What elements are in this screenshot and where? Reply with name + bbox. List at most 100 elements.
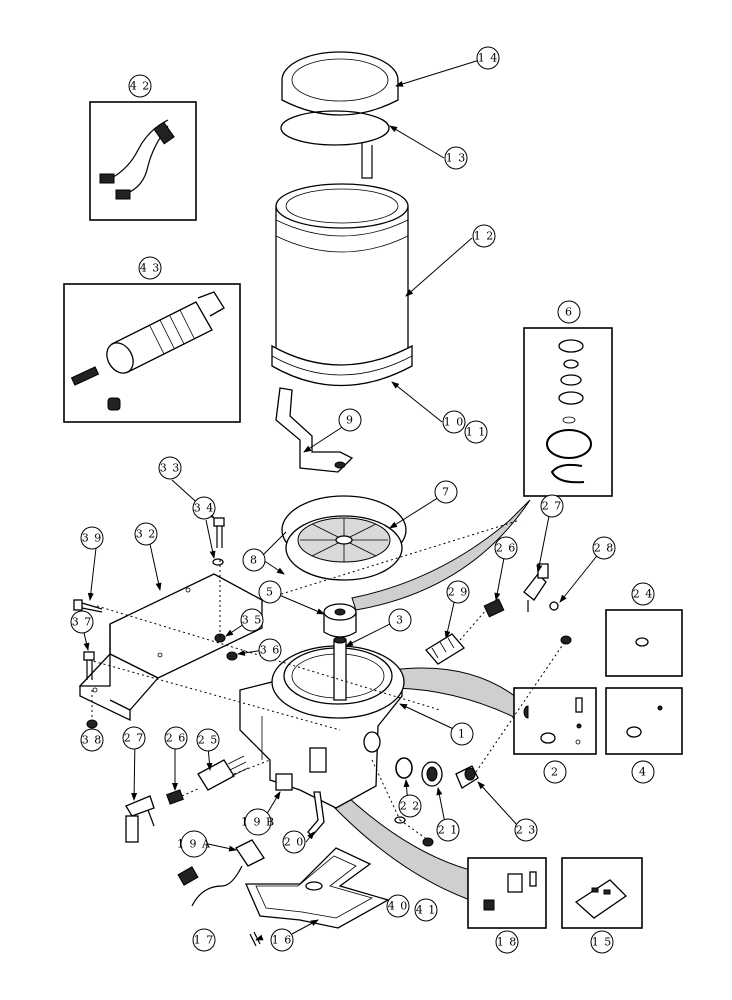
svg-text:1: 1 <box>458 728 466 741</box>
part-oring-28 <box>549 601 559 611</box>
part-bolt-39 <box>73 599 103 613</box>
svg-text:3: 3 <box>396 614 404 627</box>
callout: 2 3 <box>514 818 538 842</box>
svg-text:1 0: 1 0 <box>444 416 465 429</box>
callout: 2 8 <box>592 536 616 560</box>
svg-text:9: 9 <box>346 414 354 427</box>
part-paddle <box>275 387 354 473</box>
callout: 2 6 <box>164 726 188 750</box>
callout: 4 <box>631 760 655 784</box>
svg-text:1 4: 1 4 <box>478 52 499 65</box>
part-plug-19b <box>275 773 293 791</box>
svg-text:2 6: 2 6 <box>166 732 187 745</box>
svg-text:2 6: 2 6 <box>496 542 517 555</box>
svg-text:4 0: 4 0 <box>388 900 409 913</box>
callout: 1 4 <box>476 46 500 70</box>
part-nut-28 <box>560 635 572 645</box>
box-kit-4 <box>605 687 683 755</box>
svg-text:3 9: 3 9 <box>82 532 103 545</box>
svg-text:1 9 A: 1 9 A <box>177 838 211 851</box>
callout: 2 1 <box>436 818 460 842</box>
callout: 1 1 <box>464 420 488 444</box>
callout: 3 <box>388 608 412 632</box>
svg-text:1 3: 1 3 <box>446 152 467 165</box>
svg-text:3 8: 3 8 <box>82 734 103 747</box>
callout: 4 1 <box>414 898 438 922</box>
part-base-plate <box>245 847 390 929</box>
callout: 6 <box>557 300 581 324</box>
box-cable-harness <box>89 101 197 221</box>
part-fitting-25 <box>197 755 249 791</box>
callout: 1 5 <box>590 930 614 954</box>
box-circuit-board <box>561 857 643 929</box>
callout: 1 <box>450 722 474 746</box>
callout: 4 3 <box>138 256 162 280</box>
flow-band-upper <box>351 499 531 611</box>
part-plug-21 <box>421 761 443 787</box>
svg-text:4 3: 4 3 <box>140 262 161 275</box>
callout: 2 5 <box>196 728 220 752</box>
part-follower-plate <box>281 495 407 581</box>
callout: 2 6 <box>494 536 518 560</box>
callout: 2 7 <box>122 726 146 750</box>
svg-text:2 8: 2 8 <box>594 542 615 555</box>
part-washer-34 <box>212 558 224 566</box>
part-sensor-19a <box>177 839 265 907</box>
box-kit-2 <box>513 687 597 755</box>
callout: 1 8 <box>495 930 519 954</box>
svg-text:2 7: 2 7 <box>124 732 145 745</box>
svg-text:2 0: 2 0 <box>284 836 305 849</box>
svg-text:3 3: 3 3 <box>160 462 181 475</box>
svg-text:5: 5 <box>266 586 274 599</box>
svg-text:8: 8 <box>250 554 258 567</box>
callout: 1 6 <box>270 928 294 952</box>
svg-text:1 2: 1 2 <box>474 230 495 243</box>
part-retaining-ring <box>280 110 390 179</box>
svg-text:2 3: 2 3 <box>516 824 537 837</box>
callout: 7 <box>434 480 458 504</box>
svg-text:2 1: 2 1 <box>438 824 459 837</box>
callout: 4 2 <box>128 74 152 98</box>
callout: 2 2 <box>398 794 422 818</box>
svg-text:2 7: 2 7 <box>542 500 563 513</box>
callout: 9 <box>338 408 362 432</box>
callout: 1 9 B <box>241 808 275 836</box>
svg-text:2 4: 2 4 <box>633 588 654 601</box>
svg-text:1 1: 1 1 <box>466 426 487 439</box>
part-nut-36 <box>226 651 238 661</box>
callout: 1 2 <box>472 224 496 248</box>
callout: 5 <box>258 580 282 604</box>
callout: 3 4 <box>192 496 216 520</box>
box-grease-cartridge <box>63 283 241 423</box>
svg-text:3 4: 3 4 <box>194 502 215 515</box>
box-kit-18 <box>467 857 547 929</box>
svg-text:3 7: 3 7 <box>72 616 93 629</box>
svg-text:1 6: 1 6 <box>272 934 293 947</box>
callout: 3 3 <box>158 456 182 480</box>
part-nut-35 <box>214 633 226 643</box>
callout: 2 7 <box>540 494 564 518</box>
part-fitting-23 <box>455 765 479 789</box>
part-valve-27-lower <box>125 795 155 843</box>
part-bushing <box>323 603 357 638</box>
box-oring-24 <box>605 609 683 677</box>
svg-text:4 2: 4 2 <box>130 80 151 93</box>
flow-band-middle <box>391 667 521 721</box>
box-seals <box>523 327 613 497</box>
callout: 1 7 <box>192 928 216 952</box>
callout: 3 5 <box>240 608 264 632</box>
part-pump-body <box>239 636 405 809</box>
svg-text:1 9 B: 1 9 B <box>241 816 275 829</box>
callout: 3 6 <box>258 638 282 662</box>
callout: 1 9 A <box>177 830 211 858</box>
part-nut-38 <box>86 719 98 729</box>
callout: 2 9 <box>446 580 470 604</box>
svg-text:3 6: 3 6 <box>260 644 281 657</box>
callout: 3 8 <box>80 728 104 752</box>
svg-text:2 2: 2 2 <box>400 800 421 813</box>
callout: 8 <box>242 548 266 572</box>
callout: 1 0 <box>442 410 466 434</box>
svg-text:1 7: 1 7 <box>194 934 215 947</box>
part-nut-41 <box>422 837 434 847</box>
